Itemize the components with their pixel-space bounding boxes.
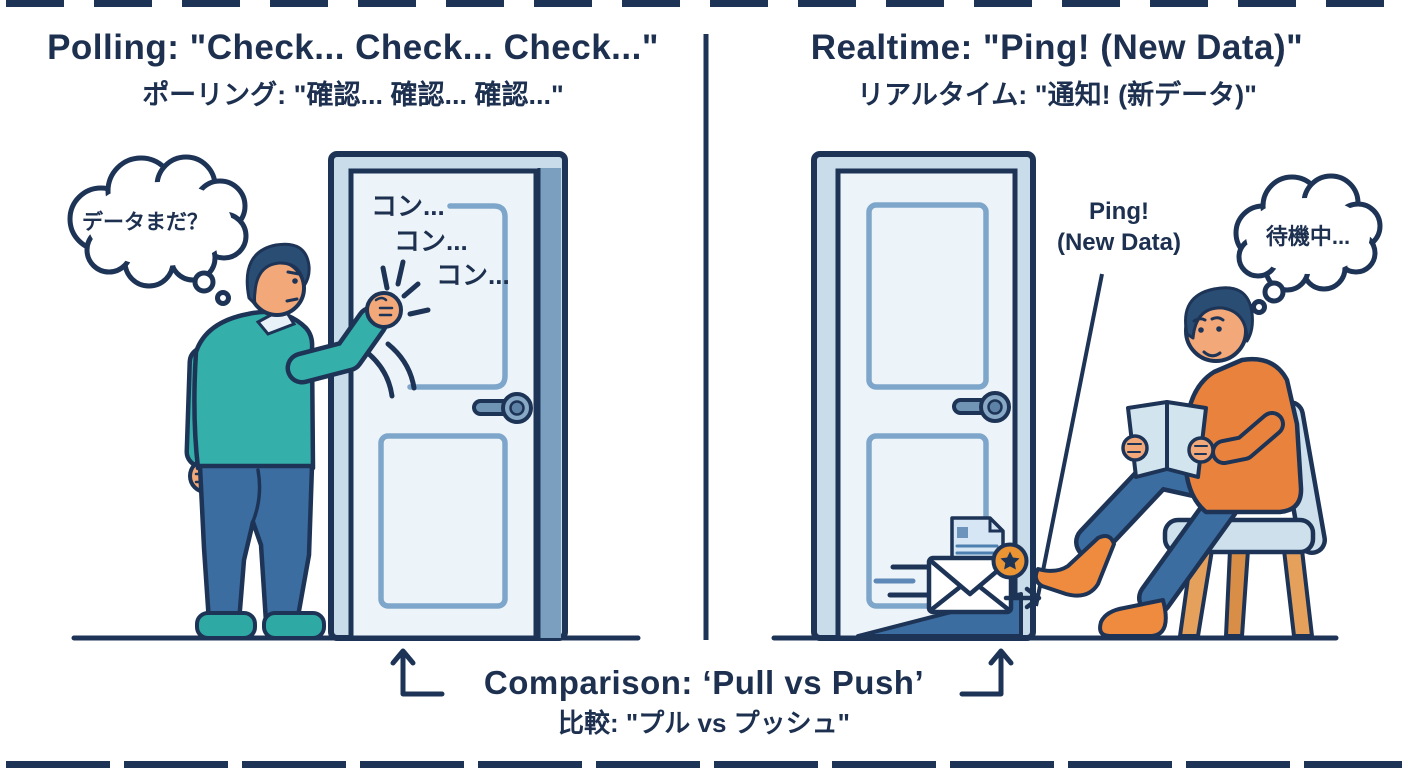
door-handle-left xyxy=(472,392,533,424)
ping-label-line1: Ping! xyxy=(1089,198,1149,225)
speed-lines xyxy=(873,564,933,598)
door-handle-right xyxy=(952,391,1011,423)
thought-tail-big xyxy=(1262,280,1286,304)
message-delivery xyxy=(873,516,1042,615)
thought-tail-big xyxy=(192,270,216,294)
extended-shoe xyxy=(1033,534,1116,598)
knocking-person-shoes xyxy=(195,611,326,640)
thought-tail-small xyxy=(215,290,231,306)
thought-tail-small xyxy=(1251,299,1267,315)
floor-shoe xyxy=(1098,598,1168,638)
polling-thought-text: データまだ？ xyxy=(82,211,208,234)
realtime-title: Realtime: "Ping! (New Data)" xyxy=(810,28,1304,67)
arrow-up-left xyxy=(390,648,445,697)
polling-title: Polling: "Check... Check... Check..." xyxy=(47,28,659,67)
caption-title: Comparison: ‘Pull vs Push’ xyxy=(483,664,925,701)
thought-bubble-right xyxy=(1233,173,1383,315)
door-left xyxy=(328,151,568,641)
reading-person xyxy=(1033,286,1304,638)
caption-arrows xyxy=(390,648,1014,697)
caption-subtitle: 比較: "プル vs プッシュ" xyxy=(558,708,850,738)
arrow-up-right xyxy=(959,648,1014,697)
ping-label-line2: (New Data) xyxy=(1056,229,1182,257)
knock-impact-lines xyxy=(380,259,431,317)
realtime-subtitle: リアルタイム: "通知! (新データ)" xyxy=(857,80,1257,110)
knock-text-1: コン... xyxy=(371,191,445,221)
reading-hands xyxy=(1121,434,1215,464)
envelope-icon xyxy=(926,555,1014,615)
ping-callout-line xyxy=(1034,273,1104,607)
knocking-person xyxy=(184,242,431,640)
realtime-thought-text: 待機中... xyxy=(1265,224,1351,249)
thought-bubble-left xyxy=(67,154,249,306)
knocking-person-head xyxy=(245,242,311,317)
reading-person-head xyxy=(1184,286,1254,363)
knock-text-3: コン... xyxy=(436,260,510,290)
star-badge-icon xyxy=(991,542,1029,580)
page-edge-lines xyxy=(6,0,1402,768)
ping-label: Ping! (New Data) xyxy=(1040,196,1198,258)
knock-text-2: コン... xyxy=(394,226,468,256)
arrow-right-icon xyxy=(1003,586,1042,610)
polling-subtitle: ポーリング: "確認... 確認... 確認..." xyxy=(142,80,564,110)
knock-fist-icon xyxy=(365,291,403,329)
